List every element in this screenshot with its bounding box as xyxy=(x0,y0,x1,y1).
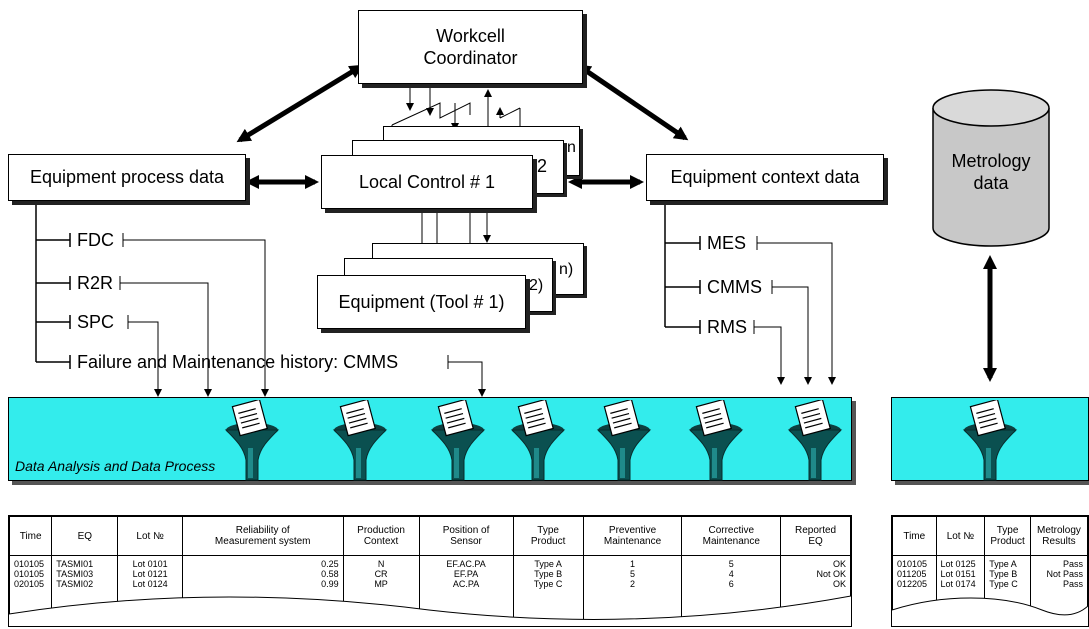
metro-table-header-cell: Lot № xyxy=(935,516,986,556)
funnel-document-icon xyxy=(430,400,486,481)
funnel-document-icon xyxy=(510,400,566,481)
metro-table-header-cell: Type Product xyxy=(984,516,1031,556)
equipment-label: Equipment (Tool # 1) xyxy=(338,291,505,312)
funnel-document-icon xyxy=(332,400,388,481)
main-table-cell: 010105 xyxy=(9,555,53,569)
main-table-header-cell: Preventive Maintenance xyxy=(582,516,683,556)
equipment-2-label: 2) xyxy=(529,277,544,294)
main-table-cell: Type C xyxy=(512,579,584,589)
main-table-cell: EF.PA xyxy=(418,569,514,579)
main-table-cell: 1 xyxy=(582,555,683,569)
branch-label-mes: MES xyxy=(707,233,747,253)
metro-table-header-cell: Metrology Results xyxy=(1029,516,1088,556)
branch-label-cmms: CMMS xyxy=(707,277,762,297)
metro-table-header-cell: Time xyxy=(892,516,937,556)
main-table-header-cell: EQ xyxy=(51,516,119,556)
main-table-cell: TASMI03 xyxy=(51,569,119,579)
main-table-cell: 020105 xyxy=(9,579,53,589)
branch-label-spc: SPC xyxy=(77,312,115,332)
main-table-cell: N xyxy=(342,555,420,569)
torn-edge xyxy=(9,595,851,626)
main-table-cell: Lot 0124 xyxy=(117,579,183,589)
metrology-database-icon xyxy=(932,89,1050,247)
main-table-cell: 4 xyxy=(681,569,782,579)
metro-table-cell: Not Pass xyxy=(1029,569,1088,579)
main-table-cell: Lot 0121 xyxy=(117,569,183,579)
metro-table-cell: Lot 0125 xyxy=(935,555,986,569)
context-data-box: Equipment context data xyxy=(646,154,884,201)
funnel-document-icon xyxy=(596,400,652,481)
metro-table-cell: Lot 0174 xyxy=(935,579,986,589)
data-analysis-label: Data Analysis and Data Process xyxy=(15,458,216,474)
main-table-cell: OK xyxy=(780,579,851,589)
metro-table-cell: 011205 xyxy=(892,569,937,579)
main-table-header-cell: Corrective Maintenance xyxy=(681,516,782,556)
metro-table-cell: Pass xyxy=(1029,579,1088,589)
metro-table-cell: 010105 xyxy=(892,555,937,569)
context-data-label: Equipment context data xyxy=(670,167,860,187)
workcell-coordinator-label: Workcell Coordinator xyxy=(423,26,518,68)
main-table-header-cell: Time xyxy=(9,516,53,556)
main-table-cell: TASMI01 xyxy=(51,555,119,569)
local-control-box: Local Control # 1 xyxy=(321,155,533,209)
metrology-label: Metrology data xyxy=(951,151,1031,193)
main-table-cell: 0.58 xyxy=(181,569,344,579)
main-table-cell: Type A xyxy=(512,555,584,569)
local-control-2-label: 2 xyxy=(537,156,548,176)
local-control-n-label: n xyxy=(567,139,576,156)
local-control-label: Local Control # 1 xyxy=(358,171,496,192)
main-table-cell: 5 xyxy=(582,569,683,579)
process-data-box: Equipment process data xyxy=(8,154,246,201)
main-table-cell: 5 xyxy=(681,555,782,569)
main-table-header-cell: Reliability of Measurement system xyxy=(181,516,344,556)
main-table-cell: CR xyxy=(342,569,420,579)
branch-label-fdc: FDC xyxy=(77,230,114,250)
funnel-document-icon xyxy=(688,400,744,481)
metro-table-cell: Pass xyxy=(1029,555,1088,569)
process-data-label: Equipment process data xyxy=(29,167,225,187)
torn-edge-metrology xyxy=(892,597,1088,626)
funnel-document-icon xyxy=(224,400,280,481)
branch-label-rms: RMS xyxy=(707,317,747,337)
main-table-cell: 0.25 xyxy=(181,555,344,569)
main-table-header-cell: Type Product xyxy=(512,516,584,556)
main-table-header-cell: Position of Sensor xyxy=(418,516,514,556)
main-table-cell: Lot 0101 xyxy=(117,555,183,569)
branch-label-r2r: R2R xyxy=(77,273,114,293)
main-table-cell: 010105 xyxy=(9,569,53,579)
metro-table-cell: Lot 0151 xyxy=(935,569,986,579)
equipment-n-label: n) xyxy=(559,261,574,278)
main-table-header-cell: Production Context xyxy=(342,516,420,556)
metro-table-cell: Type A xyxy=(984,555,1031,569)
branch-label-cmms-history: Failure and Maintenance history: CMMS xyxy=(77,352,399,372)
equipment-box: Equipment (Tool # 1) xyxy=(317,275,526,329)
main-table-cell: Not OK xyxy=(780,569,851,579)
main-table-cell: OK xyxy=(780,555,851,569)
workcell-coordinator-box: Workcell Coordinator xyxy=(358,10,583,84)
main-table-cell: Type B xyxy=(512,569,584,579)
metro-table-cell: Type B xyxy=(984,569,1031,579)
main-table-header-cell: Reported EQ xyxy=(780,516,851,556)
funnel-document-icon xyxy=(787,400,843,481)
main-table-header-cell: Lot № xyxy=(117,516,183,556)
main-table-cell: EF.AC.PA xyxy=(418,555,514,569)
funnel-document-icon xyxy=(962,400,1018,481)
